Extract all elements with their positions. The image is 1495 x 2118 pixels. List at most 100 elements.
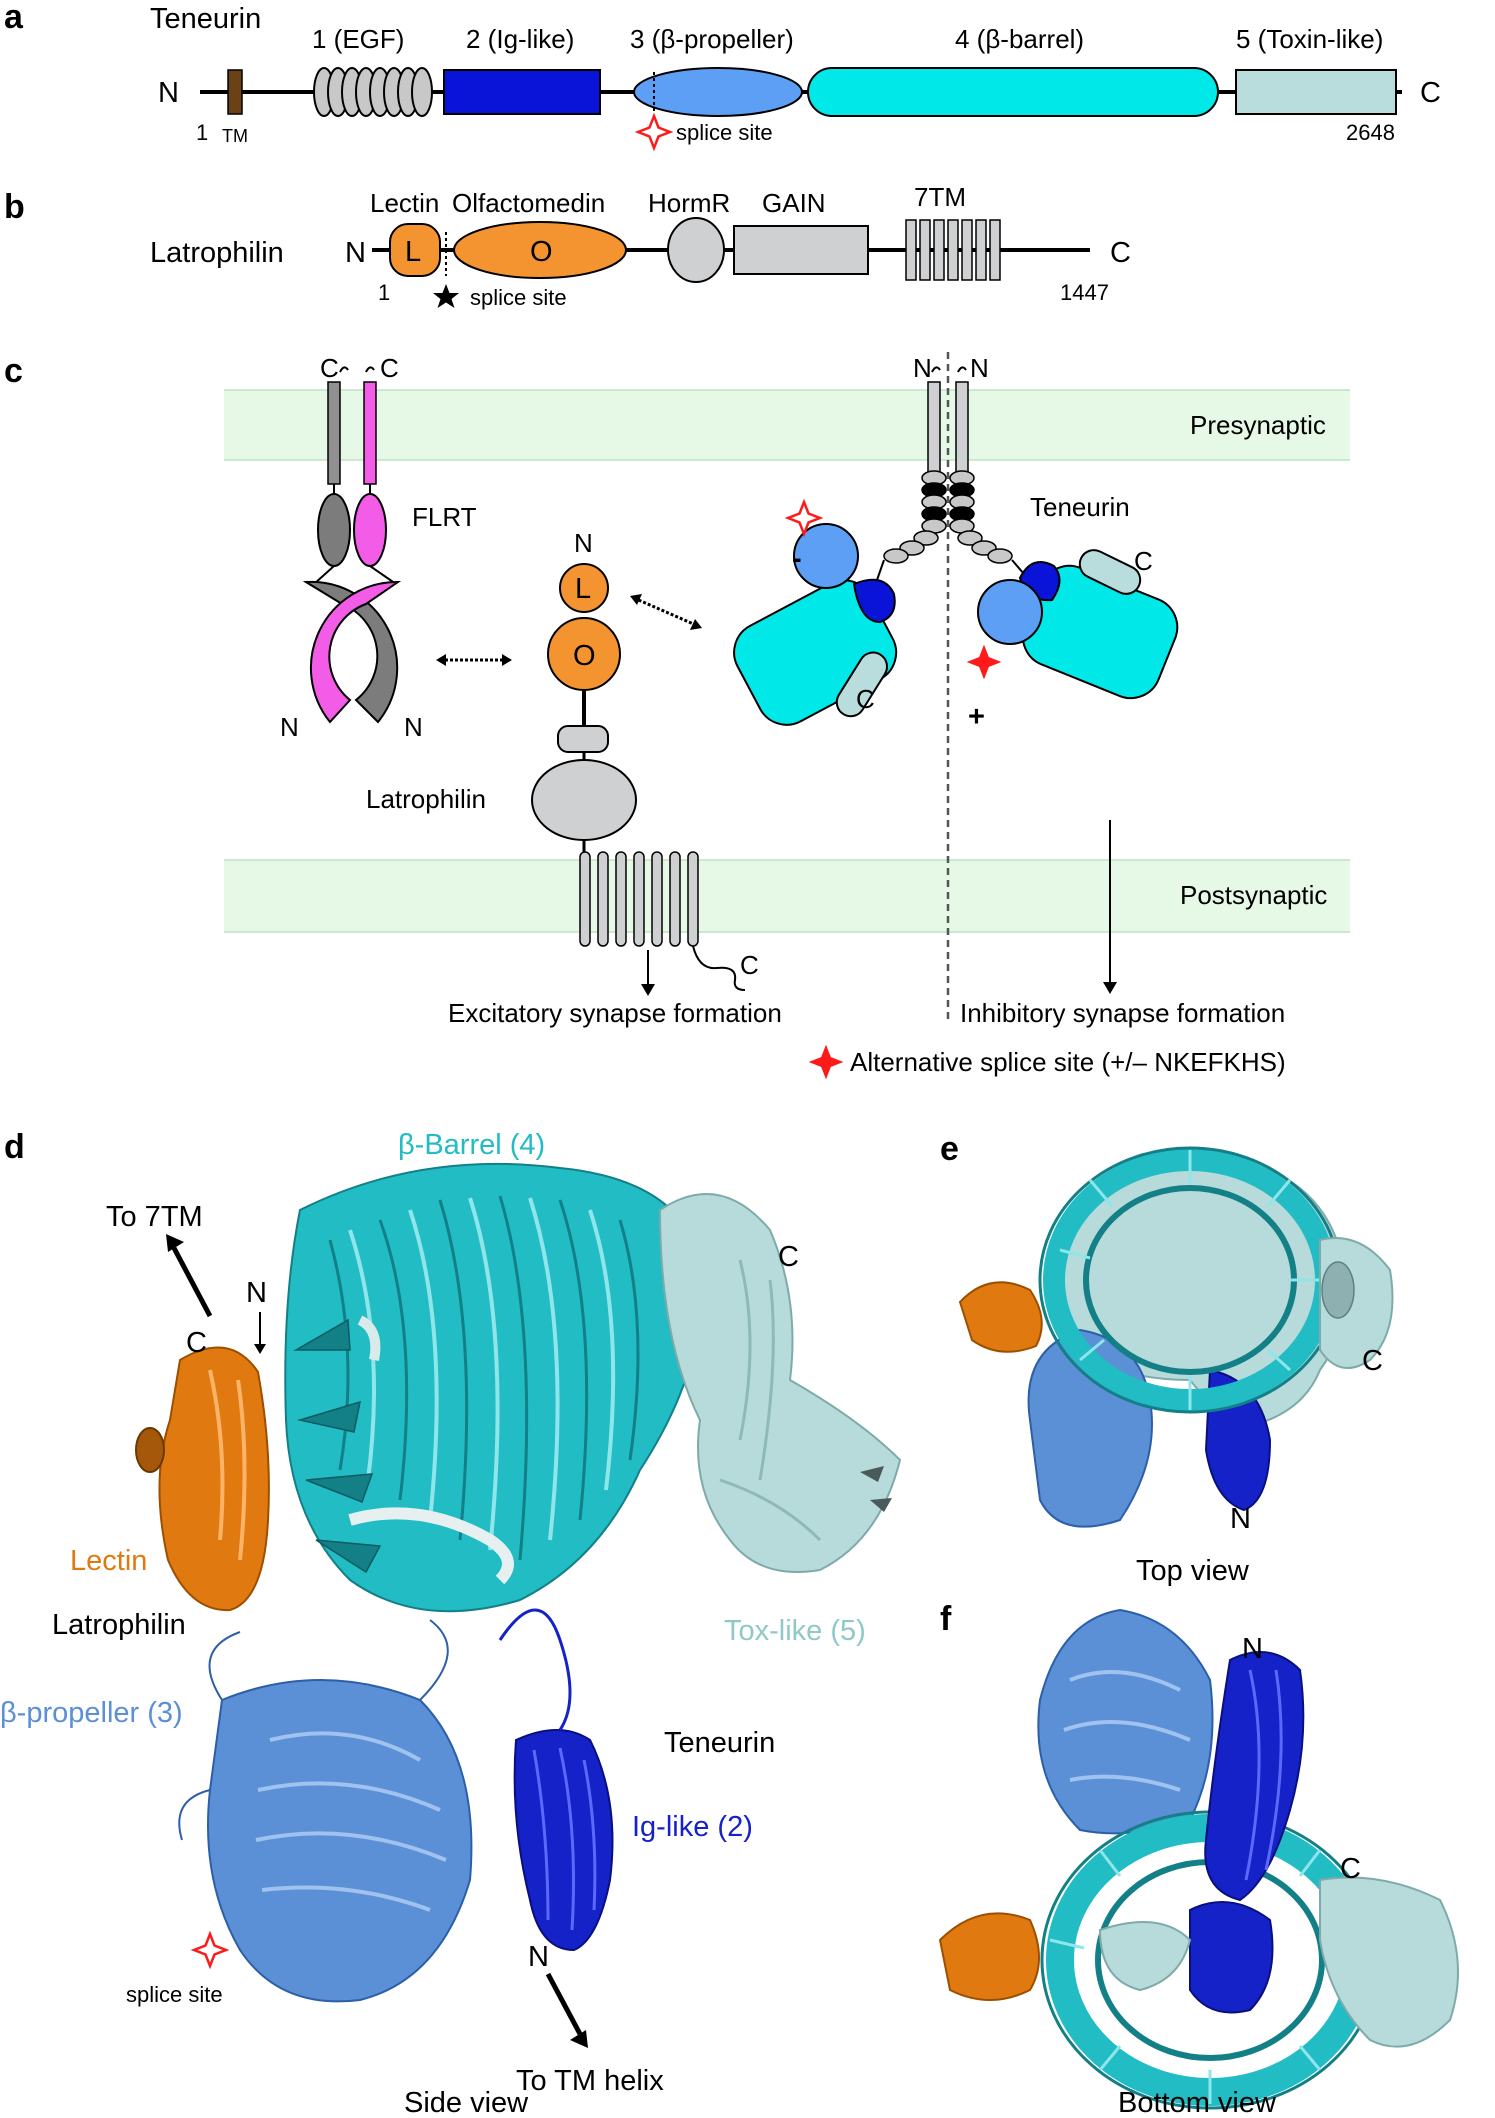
bottom-n-label: N bbox=[1242, 1633, 1263, 1665]
propeller-domain-a bbox=[633, 67, 803, 117]
panel-e: e C N Top view bbox=[940, 1130, 1394, 1587]
splice-star-plus-icon bbox=[967, 645, 1001, 679]
lat-l-letter: L bbox=[575, 573, 591, 605]
domain-label-toxlike: 5 (Toxin-like) bbox=[1236, 24, 1383, 54]
panel-f: f N C Bottom view bbox=[938, 1600, 1459, 2118]
barrel-ribbon-d bbox=[284, 1162, 703, 1613]
interaction-arrow-teneurin bbox=[633, 596, 699, 628]
panel-label-a: a bbox=[4, 0, 24, 36]
legend-label: Alternative splice site (+/– NKEFKHS) bbox=[850, 1047, 1286, 1077]
top-view-label: Top view bbox=[1136, 1555, 1250, 1587]
toxlike-ribbon-d: C bbox=[658, 1193, 902, 1573]
seven-tm-b bbox=[905, 219, 1001, 281]
n-terminus-a: N bbox=[158, 77, 179, 109]
legend-star-icon bbox=[809, 1045, 843, 1079]
minus-sign: - bbox=[792, 543, 802, 575]
splice-label-a: splice site bbox=[676, 120, 773, 145]
domain-label-propeller: 3 (β-propeller) bbox=[630, 24, 794, 54]
teneurin-label-c: Teneurin bbox=[1030, 492, 1130, 522]
domain-label-olfactomedin: Olfactomedin bbox=[452, 188, 605, 218]
postsynaptic-label: Postsynaptic bbox=[1180, 880, 1327, 910]
tm-segment bbox=[227, 69, 243, 115]
flrt-c-right: C bbox=[380, 353, 399, 383]
panel-label-e: e bbox=[940, 1130, 959, 1168]
top-c-label: C bbox=[1362, 1345, 1383, 1377]
gain-domain-b bbox=[733, 225, 869, 275]
flrt-n-left: N bbox=[280, 712, 299, 742]
lat-c-label: C bbox=[740, 950, 759, 980]
lectin-ribbon-d bbox=[135, 1346, 270, 1612]
domain-label-lectin: Lectin bbox=[370, 188, 439, 218]
lectin-domain-b bbox=[389, 223, 441, 277]
domain-label-iglike: 2 (Ig-like) bbox=[466, 24, 574, 54]
iglike-label-d: Ig-like (2) bbox=[632, 1811, 753, 1843]
lectin-label-d: Lectin bbox=[70, 1545, 147, 1577]
flrt-dimer: C C FLRT N N bbox=[280, 353, 477, 742]
residue-start-a: 1 bbox=[196, 120, 208, 145]
flrt-c-left: C bbox=[320, 353, 339, 383]
olf-letter-b: O bbox=[530, 236, 553, 268]
presynaptic-label: Presynaptic bbox=[1190, 410, 1326, 440]
latrophilin-label-d: Latrophilin bbox=[52, 1609, 186, 1641]
panel-b: b Latrophilin N C L O Lectin Olfactomedi… bbox=[4, 182, 1131, 310]
toxlike-label-d: Tox-like (5) bbox=[724, 1615, 866, 1647]
panel-a: a Teneurin N C 1 TM 1 (EGF) 2 (Ig-like) … bbox=[4, 0, 1441, 150]
panel-label-c: c bbox=[4, 352, 23, 390]
domain-label-barrel: 4 (β-barrel) bbox=[955, 24, 1084, 54]
egf-repeats bbox=[313, 67, 433, 117]
top-n-label: N bbox=[1230, 1503, 1251, 1535]
splice-star-icon bbox=[636, 114, 672, 150]
residue-start-b: 1 bbox=[378, 280, 390, 305]
domain-label-hormr: HormR bbox=[648, 188, 730, 218]
panel-c: c Presynaptic Postsynaptic C C FLRT N bbox=[4, 352, 1350, 1079]
totm-arrow bbox=[545, 1972, 583, 2036]
plus-sign: + bbox=[968, 701, 985, 733]
ten-n-right: N bbox=[970, 353, 989, 383]
top-view-structure bbox=[958, 1146, 1394, 1528]
panel-label-d: d bbox=[4, 1128, 25, 1166]
residue-end-a: 2648 bbox=[1346, 120, 1395, 145]
ten-c-left: C bbox=[856, 684, 875, 714]
lat-n-label: N bbox=[574, 528, 593, 558]
hormr-domain-b bbox=[667, 217, 725, 283]
splice-label-d: splice site bbox=[126, 1982, 223, 2007]
teneurin-label-d: Teneurin bbox=[664, 1727, 775, 1759]
olfactomedin-domain-b bbox=[453, 221, 627, 279]
latrophilin-schematic: N L O Latrophilin C Exc bbox=[366, 528, 782, 1028]
barrel-label-d: β-Barrel (4) bbox=[398, 1129, 545, 1161]
to7tm-label: To 7TM bbox=[106, 1201, 203, 1233]
lectin-letter-b: L bbox=[405, 236, 421, 268]
presynaptic-membrane bbox=[224, 390, 1350, 460]
latrophilin-label-c: Latrophilin bbox=[366, 784, 486, 814]
n-terminus-b: N bbox=[345, 237, 366, 269]
propeller-label-d: β-propeller (3) bbox=[0, 1697, 183, 1729]
residue-end-b: 1447 bbox=[1060, 280, 1109, 305]
postsynaptic-membrane bbox=[224, 860, 1350, 932]
panel-d: d β-Barrel (4) bbox=[0, 1128, 902, 2118]
flrt-n-right: N bbox=[404, 712, 423, 742]
panel-label-b: b bbox=[4, 188, 25, 226]
latrophilin-title: Latrophilin bbox=[150, 237, 284, 269]
iglike-domain-a bbox=[443, 69, 601, 115]
bottom-c-label: C bbox=[1340, 1853, 1361, 1885]
ten-n-left: N bbox=[913, 353, 932, 383]
propeller-ribbon-d bbox=[178, 1619, 473, 2003]
splice-label-b: splice site bbox=[470, 285, 567, 310]
to7tm-arrow bbox=[171, 1246, 213, 1318]
domain-label-gain: GAIN bbox=[762, 188, 826, 218]
excitatory-label: Excitatory synapse formation bbox=[448, 998, 782, 1028]
toxlike-c-label: C bbox=[778, 1241, 799, 1273]
barrel-domain-a bbox=[807, 67, 1219, 117]
flrt-label: FLRT bbox=[412, 502, 477, 532]
side-view-label: Side view bbox=[404, 2087, 529, 2118]
bottom-view-label: Bottom view bbox=[1118, 2087, 1277, 2118]
ten-c-right: C bbox=[1134, 546, 1153, 576]
lectin-n-label: N bbox=[246, 1277, 267, 1309]
iglike-n-label: N bbox=[528, 1941, 549, 1973]
lat-o-letter: O bbox=[573, 640, 596, 672]
splice-star-b-icon bbox=[433, 284, 459, 308]
domain-label-egf: 1 (EGF) bbox=[312, 24, 404, 54]
domain-label-7tm: 7TM bbox=[914, 182, 966, 212]
teneurin-title: Teneurin bbox=[150, 3, 261, 35]
